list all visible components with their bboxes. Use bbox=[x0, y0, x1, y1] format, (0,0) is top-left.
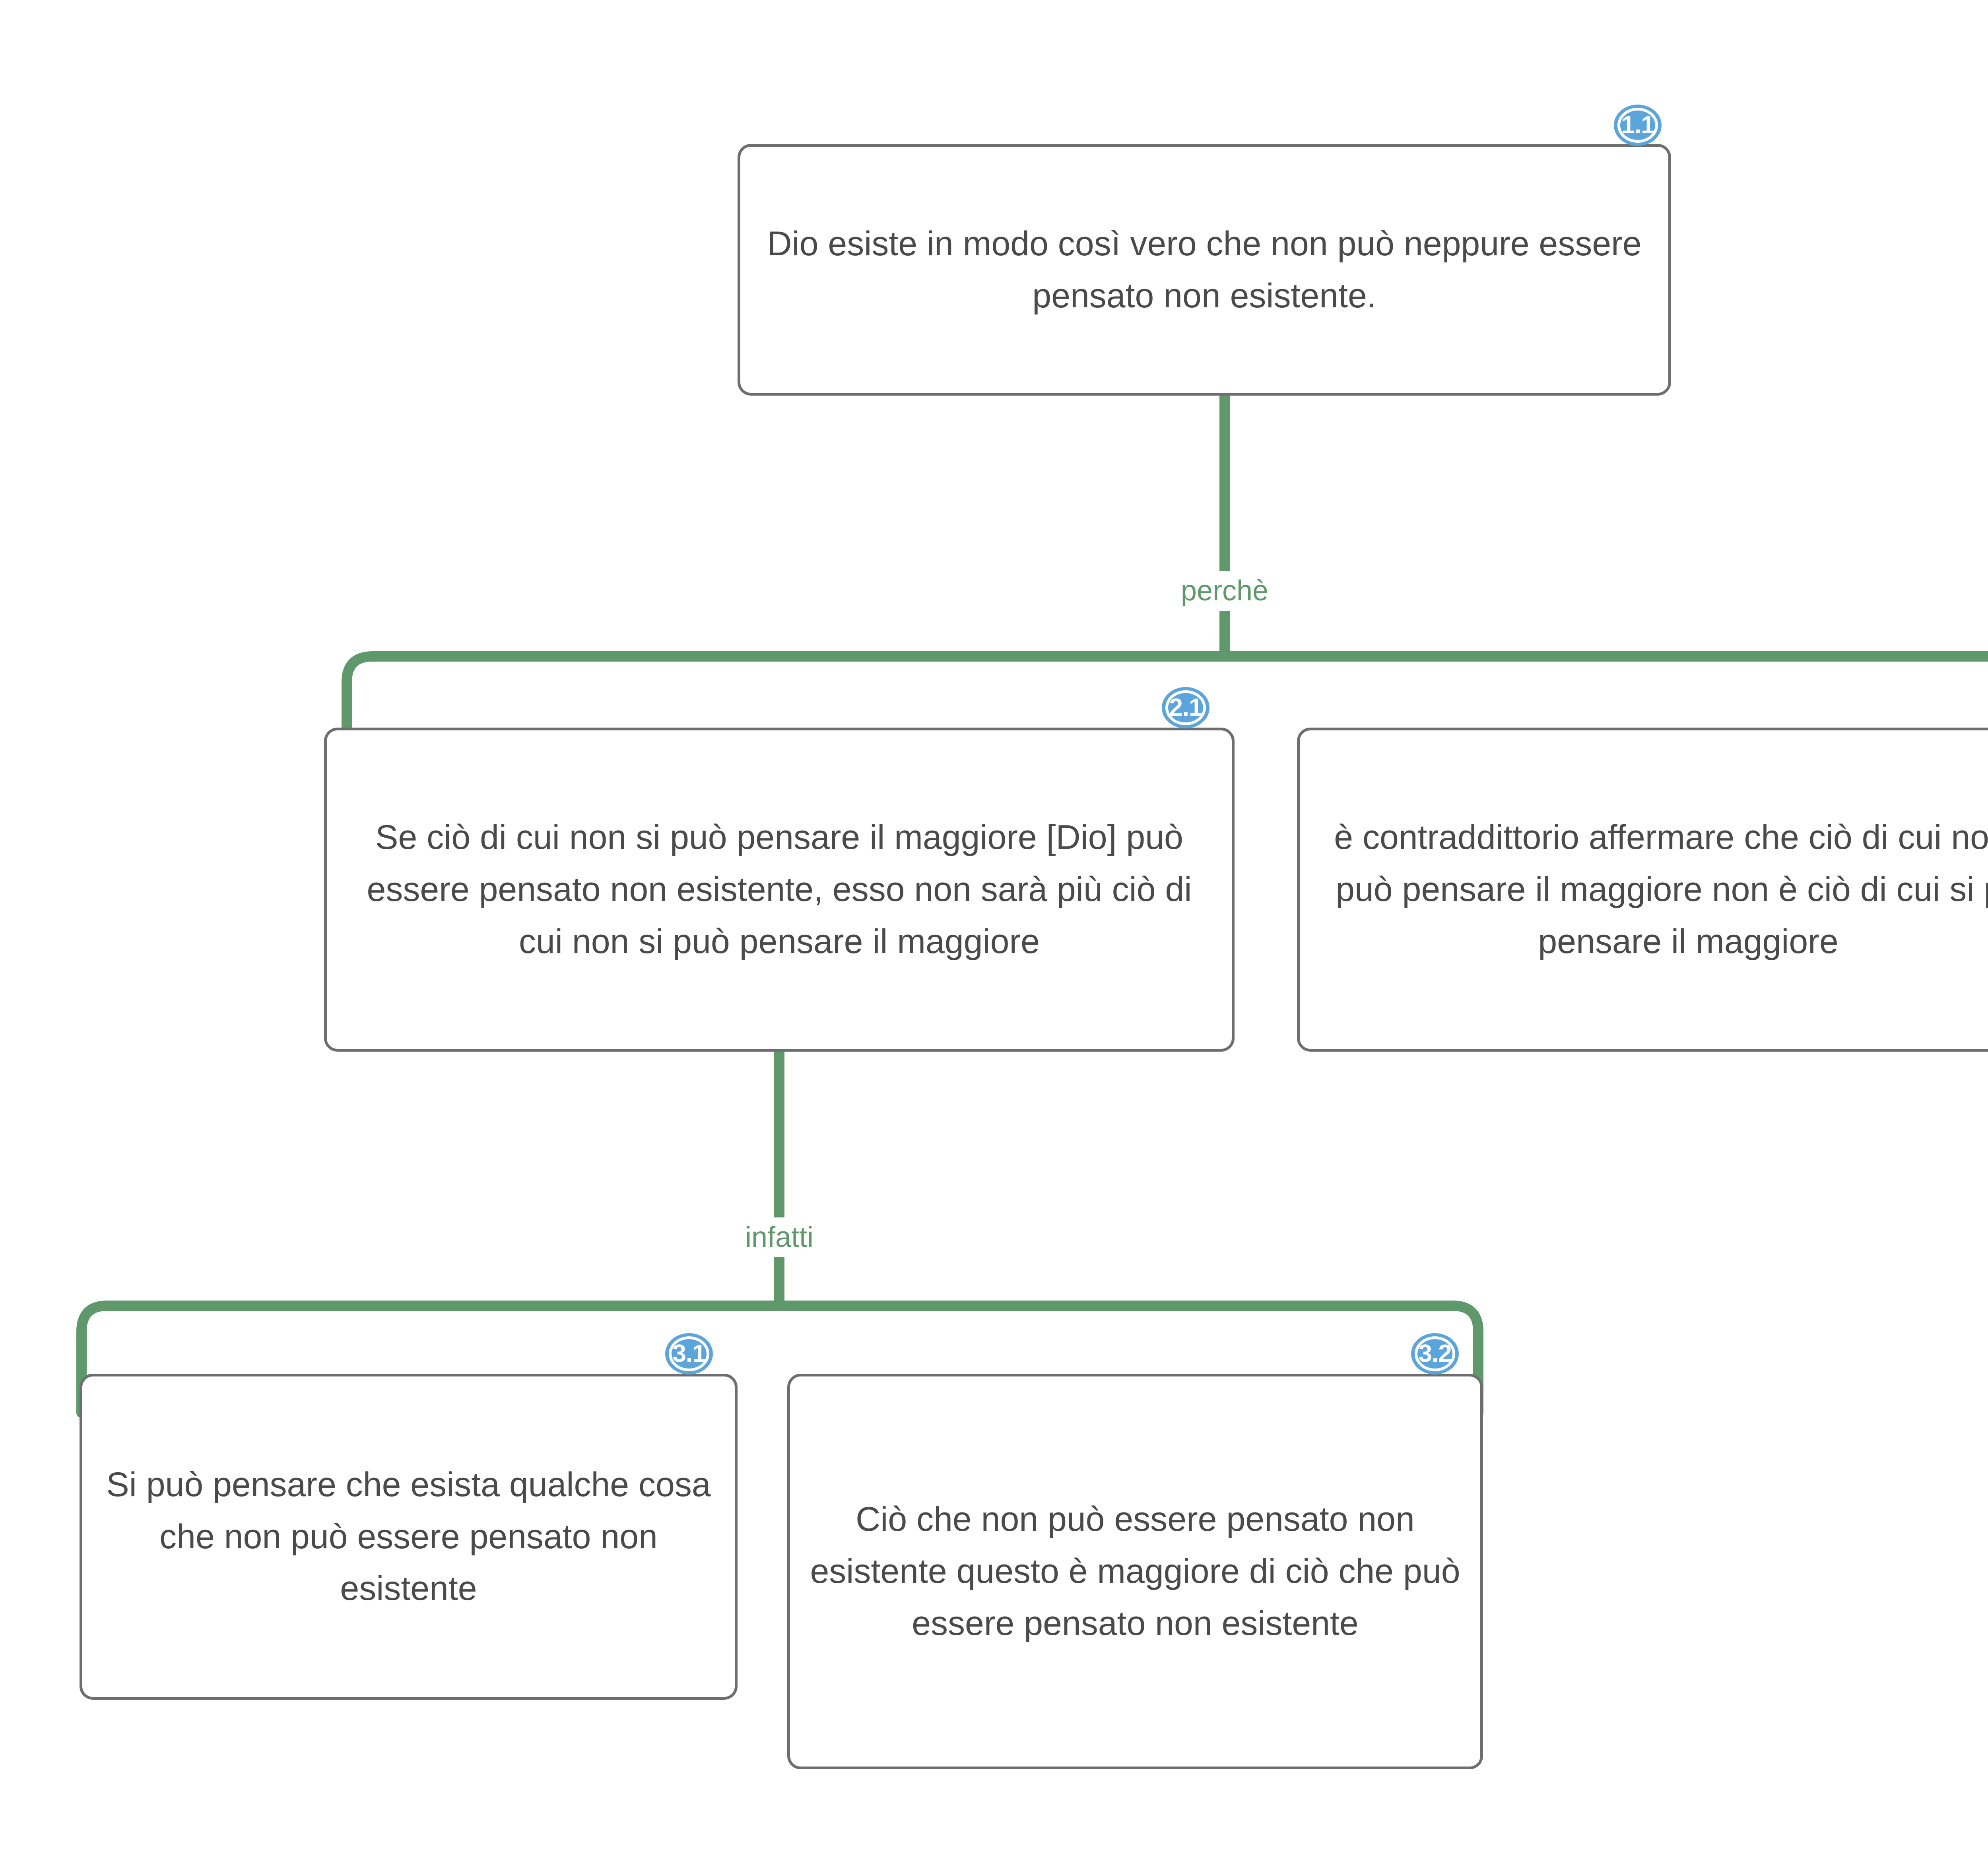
badge-label-1-1: 1.1 bbox=[1621, 111, 1654, 139]
badge-1-1[interactable]: 1.1 bbox=[1614, 105, 1662, 146]
badge-2-1[interactable]: 2.1 bbox=[1162, 687, 1209, 728]
badge-label-3-1: 3.1 bbox=[672, 1340, 706, 1367]
badge-3-1[interactable]: 3.1 bbox=[665, 1333, 713, 1374]
node-box-3-2[interactable]: Ciò che non può essere pensato non esist… bbox=[787, 1374, 1483, 1769]
badge-3-2[interactable]: 3.2 bbox=[1411, 1333, 1459, 1374]
edge-label-infatti-text: infatti bbox=[745, 1221, 814, 1253]
node-text-2-1: Se ciò di cui non si può pensare il magg… bbox=[367, 818, 1192, 961]
edge-label-infatti: infatti bbox=[734, 1217, 824, 1257]
node-text-3-1: Si può pensare che esista qualche cosa c… bbox=[106, 1465, 711, 1608]
node-box-2-2[interactable]: è contraddittorio affermare che ciò di c… bbox=[1297, 728, 1988, 1052]
node-text-1-1: Dio esiste in modo così vero che non può… bbox=[767, 224, 1642, 315]
node-box-3-1[interactable]: Si può pensare che esista qualche cosa c… bbox=[80, 1374, 738, 1700]
badge-label-3-2: 3.2 bbox=[1418, 1340, 1452, 1367]
node-box-1-1[interactable]: Dio esiste in modo così vero che non può… bbox=[738, 144, 1671, 396]
badge-label-2-1: 2.1 bbox=[1169, 694, 1202, 721]
node-text-2-2: è contraddittorio affermare che ciò di c… bbox=[1334, 818, 1988, 961]
node-text-3-2: Ciò che non può essere pensato non esist… bbox=[810, 1500, 1460, 1642]
edge-label-perche: perchè bbox=[1170, 571, 1279, 611]
node-box-2-1[interactable]: Se ciò di cui non si può pensare il magg… bbox=[324, 728, 1235, 1052]
edge-label-perche-text: perchè bbox=[1180, 575, 1269, 607]
